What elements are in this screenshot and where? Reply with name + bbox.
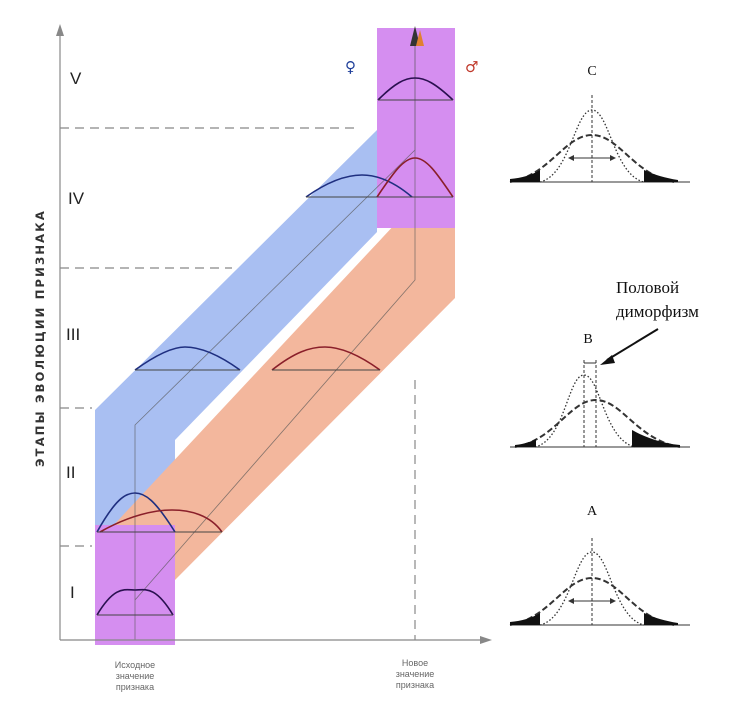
x-new-label-line1: Новое	[402, 658, 428, 668]
curve-stage-ii-male	[99, 509, 223, 533]
dimorphism-label-line1: Половой	[616, 278, 679, 297]
panel-b-dashed-curve	[514, 398, 681, 448]
stage-label-v: V	[70, 69, 82, 88]
dimorphism-label-line2: диморфизм	[616, 302, 699, 321]
curve-stage-iii-male	[271, 346, 381, 371]
x-new-label: Новое значение признака	[396, 658, 435, 690]
y-axis-arrow	[56, 24, 64, 36]
panel-c-label: C	[587, 64, 596, 79]
panel-c-width-arrow-left	[568, 155, 574, 161]
x-axis-arrow	[480, 636, 492, 644]
panel-a-right-tail	[644, 613, 678, 625]
bands	[95, 28, 455, 645]
x-origin-label-line2: значение	[116, 671, 155, 681]
x-origin-label: Исходное значение признака	[115, 660, 155, 692]
panel-b-label: B	[583, 332, 592, 347]
panel-c-width-arrow-right	[610, 155, 616, 161]
curve-stage-v	[377, 77, 454, 101]
female-symbol: ♀	[345, 58, 356, 76]
panel-a: A	[509, 504, 690, 626]
panel-a-width-arrow-left	[568, 598, 574, 604]
y-axis-title: ЭТАПЫ ЭВОЛЮЦИИ ПРИЗНАКА	[33, 209, 47, 467]
panel-c-dashed-curve	[509, 133, 675, 183]
panel-b-right-tail	[632, 430, 680, 447]
dimorphism-arrow-line	[606, 328, 659, 361]
curve-stage-iii-female	[134, 346, 241, 371]
panel-c: C	[509, 64, 690, 183]
panel-b-left-tail	[515, 439, 536, 447]
panel-a-dashed-curve	[509, 576, 675, 626]
stage-label-iii: III	[66, 325, 80, 344]
curve-stage-iv-female	[305, 174, 413, 198]
x-origin-label-line3: признака	[116, 682, 154, 692]
female-band	[95, 130, 377, 545]
panel-c-left-tail	[510, 170, 540, 182]
curve-stage-i	[96, 588, 174, 616]
male-symbol: ♂	[465, 58, 478, 76]
distribution-curves	[96, 77, 454, 616]
panel-c-dotted-curve	[539, 109, 645, 183]
male-centerline	[134, 40, 416, 601]
x-origin-label-line1: Исходное	[115, 660, 155, 670]
dimorphism-arrow-head	[600, 355, 615, 365]
curve-stage-iv-male	[376, 157, 454, 198]
panel-a-width-arrow-right	[610, 598, 616, 604]
top-overlap-band	[377, 28, 455, 228]
panel-c-right-tail	[644, 170, 678, 182]
stage-label-i: I	[70, 583, 75, 602]
x-new-label-line2: значение	[396, 669, 435, 679]
stage-label-iv: IV	[68, 189, 85, 208]
stage-separators	[60, 127, 416, 640]
panel-b: Половой диморфизм B	[510, 278, 699, 448]
panel-b-dotted-curve	[534, 374, 636, 448]
stage-labels: V IV III II I	[66, 69, 85, 602]
axes	[56, 24, 492, 644]
panel-a-left-tail	[510, 613, 540, 625]
stage-label-ii: II	[66, 463, 75, 482]
x-new-label-line3: признака	[396, 680, 434, 690]
male-band	[95, 160, 455, 645]
panel-a-label: A	[587, 504, 598, 519]
top-arrow-orange	[416, 30, 424, 46]
